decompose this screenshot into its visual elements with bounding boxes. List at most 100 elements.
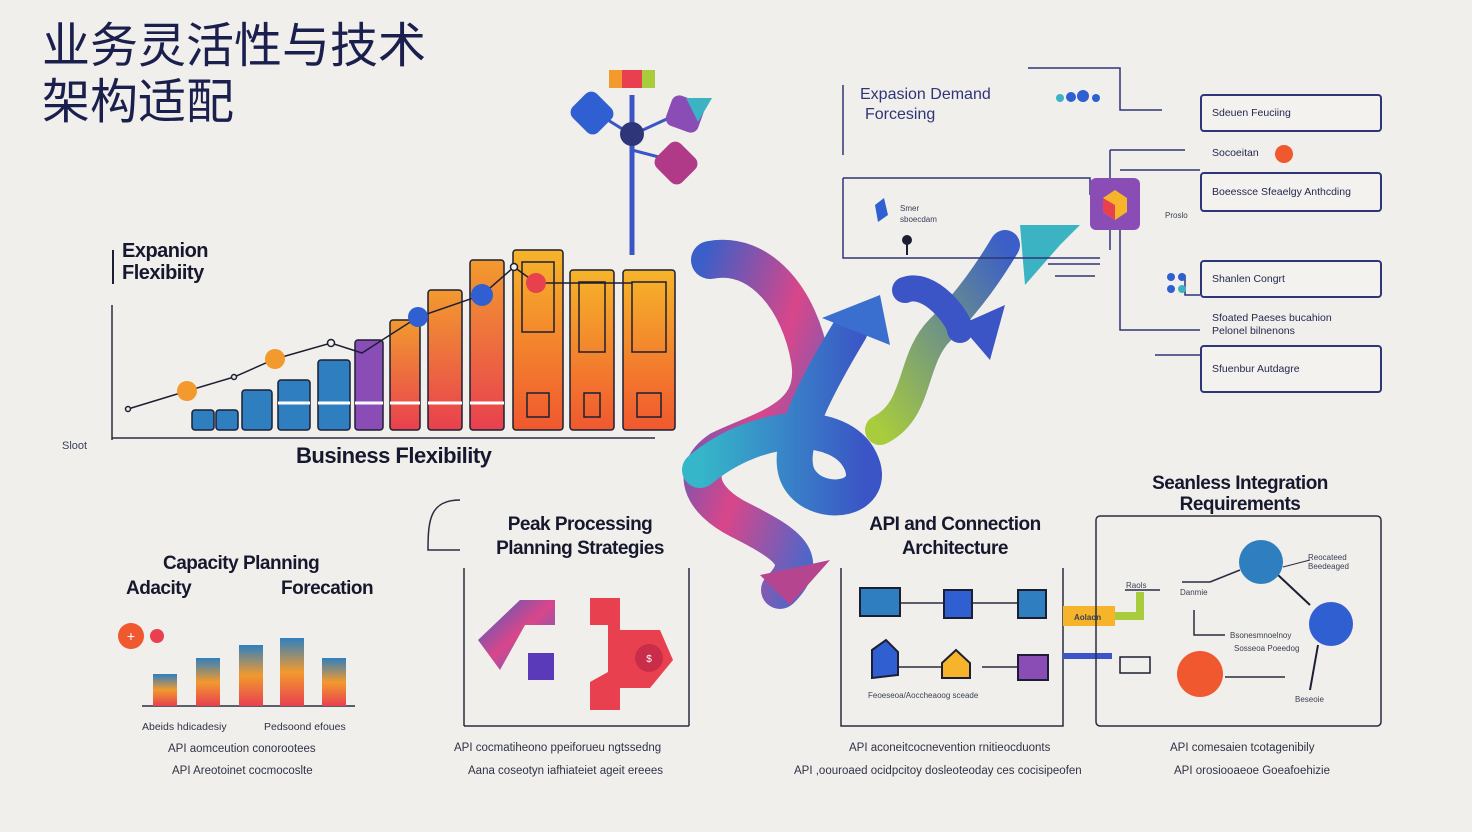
bar-10: [569, 269, 615, 431]
api-caption-2: API ,oouroaed ocidpcitoy dosleoteoday ce…: [794, 765, 1082, 777]
api-panel: [840, 568, 1144, 727]
trend-line: [124, 262, 632, 413]
trend-point-2: [230, 373, 238, 381]
seamless-caption-1: API comesaien tcotagenibily: [1170, 742, 1315, 754]
seamless-title-line-1: Seanless Integration: [1152, 473, 1328, 494]
api-title-line-1: API and Connection: [869, 514, 1041, 535]
box-label: Sfuenbur Autdagre: [1212, 363, 1300, 375]
expansion-title-line-2: Forcesing: [865, 106, 936, 123]
seamless-title-line-2: Requirements: [1179, 494, 1301, 515]
bar-5: [354, 339, 384, 431]
inner-line-2: sboecdam: [900, 215, 937, 224]
api-caption-1: API aconeitcocnevention rnitieocduonts: [849, 742, 1051, 754]
bar-2: [241, 389, 273, 431]
legend-line-2: Flexibiity: [122, 262, 204, 284]
seamless-label-bsones: Bsonesmnoelnoy: [1230, 631, 1292, 640]
peak-panel: $: [427, 499, 690, 727]
box-label: Sfoated Paeses bucahion: [1212, 312, 1332, 324]
trend-point-1: [177, 381, 197, 401]
api-title: API and Connection Architecture: [850, 513, 1060, 561]
capacity-caption-right: Pedsoond efoues: [264, 721, 346, 733]
bar-group: [191, 249, 676, 431]
capacity-caption-left: Abeids hdicadesiy: [142, 721, 227, 733]
title-line-2: 架构适配: [42, 74, 235, 130]
seamless-label-raols: Raols: [1126, 581, 1147, 590]
trend-point-0: [124, 405, 132, 413]
expansion-inner-label: Smer sboecdam: [900, 203, 937, 225]
seamless-label-beseoie: Beseoie: [1295, 695, 1324, 704]
bar-panel-9: [521, 261, 555, 333]
dots-icon: [1056, 90, 1100, 102]
peak-title-line-2: Planning Strategies: [496, 538, 664, 559]
box-boeessce[interactable]: Boeessce Sfeaelgy Anthcding: [1200, 172, 1382, 212]
box-sdeuen[interactable]: Sdeuen Feuciing: [1200, 94, 1382, 132]
box-label: Sdeuen Feuciing: [1212, 107, 1291, 119]
box-socoeitan-label: Socoeitan: [1212, 147, 1259, 159]
cube-icon: [1090, 178, 1140, 230]
pin-icon: [875, 198, 912, 255]
bar-3: [277, 379, 311, 431]
network-tree-icon: [570, 70, 712, 255]
chart-xlabel: Business Flexibility: [296, 443, 492, 468]
seamless-panel: [1095, 515, 1382, 727]
bar-slot-11: [636, 392, 662, 418]
capacity-chart: +: [118, 623, 355, 707]
box-label: Boeessce Sfeaelgy Anthcding: [1212, 186, 1351, 198]
capacity-title: Capacity Planning: [163, 553, 320, 574]
chart-legend: Expanion Flexibiity: [122, 240, 209, 284]
peak-caption-2: Aana coseotyn iafhiateiet ageit ereees: [468, 765, 663, 777]
box-shanlen[interactable]: Shanlen Congrt: [1200, 260, 1382, 298]
peak-caption-1: API cocmatiheono ppeiforueu ngtssedng: [454, 742, 662, 754]
bar-panel-10: [578, 281, 606, 353]
bar-9: [512, 249, 564, 431]
capacity-forecast-label: Forecation: [281, 578, 374, 599]
legend-line-1: Expanion: [122, 240, 209, 262]
expansion-side-label: Proslo: [1165, 211, 1188, 220]
capacity-caption-3: API Areotoinet cocmocoslte: [172, 765, 313, 777]
cluster-icon: [1167, 273, 1186, 293]
bar-1: [215, 409, 239, 431]
bar-slot-10: [583, 392, 601, 418]
trend-point-4: [326, 338, 336, 348]
api-title-line-2: Architecture: [902, 538, 1008, 559]
trend-point-7: [471, 284, 493, 306]
bar-11: [622, 269, 676, 431]
inner-line-1: Smer: [900, 204, 920, 213]
seamless-title: Seanless Integration Requirements: [1130, 473, 1350, 515]
flow-arrows-graphic: [682, 225, 1080, 609]
box-sfoated-text: Sfoated Paeses bucahion Pelonel bilnenon…: [1212, 312, 1332, 338]
box-sfuenbur[interactable]: Sfuenbur Autdagre: [1200, 345, 1382, 393]
trend-point-8: [509, 262, 519, 272]
bar-4: [317, 359, 351, 431]
expansion-title-line-1: Expasion Demand: [860, 86, 991, 103]
trend-point-3: [265, 349, 285, 369]
capacity-caption-2: API aomceution conorootees: [168, 743, 316, 755]
api-bottom-label: Feoeseoa/Aoccheaoog sceade: [868, 691, 979, 700]
trend-point-6: [408, 307, 428, 327]
seamless-caption-2: API orosiooaeoe Goeafoehizie: [1174, 765, 1330, 777]
seamless-label-danmie: Danmie: [1180, 588, 1208, 597]
expansion-title: Expasion Demand Forcesing: [860, 85, 991, 125]
box-label: Shanlen Congrt: [1212, 273, 1285, 285]
trend-point-9: [526, 273, 546, 293]
peak-title-line-1: Peak Processing: [507, 514, 653, 535]
box-label: Pelonel bilnenons: [1212, 325, 1295, 337]
seamless-label-reocateed: Reocateed Beedeaged: [1308, 553, 1349, 571]
side-label: Sloot: [62, 440, 88, 452]
trend-path: [127, 266, 537, 410]
bar-7: [427, 289, 463, 431]
legend-tick: [112, 250, 114, 284]
bar-6: [389, 319, 421, 431]
seamless-label-sosseoa: Sosseoa Poeedog: [1234, 644, 1300, 653]
svg-text:+: +: [127, 628, 135, 644]
bar-slot-9: [526, 392, 550, 418]
status-dot-icon-2: [1275, 145, 1293, 163]
capacity-subtitle: Adacity: [126, 578, 192, 599]
page-title: 业务灵活性与技术 架构适配: [42, 18, 426, 130]
svg-text:$: $: [646, 654, 652, 665]
title-line-1: 业务灵活性与技术: [42, 18, 427, 74]
bridge-label: Aolaon: [1074, 613, 1102, 622]
bar-0: [191, 409, 215, 431]
peak-title: Peak Processing Planning Strategies: [470, 513, 690, 561]
